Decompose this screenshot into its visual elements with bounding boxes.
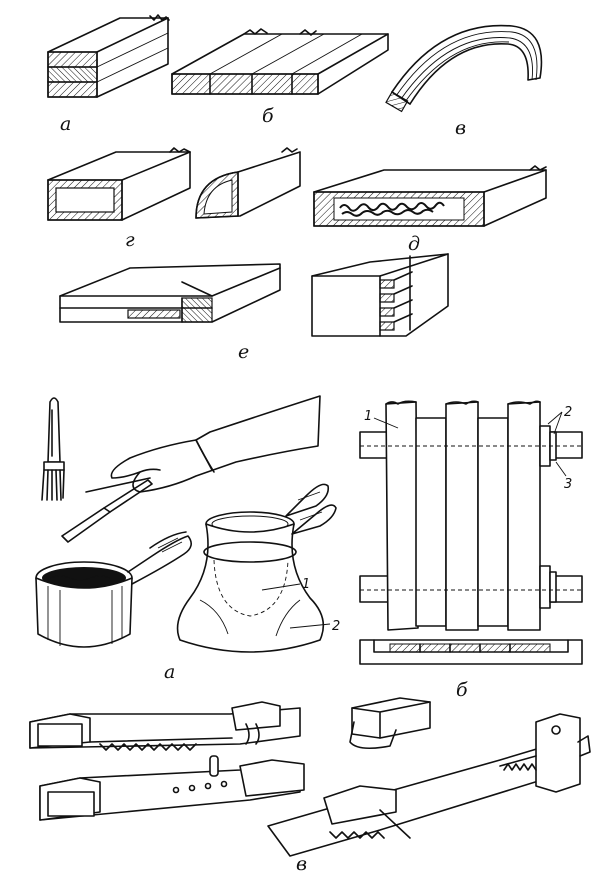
callout-1-right: 1 [364, 409, 372, 424]
clamp-bar-upper [29, 701, 301, 751]
clamped-panel-assembly [359, 400, 583, 665]
glue-brush [41, 397, 65, 501]
label-g: г [125, 229, 135, 251]
item-d-core-panel [313, 165, 547, 227]
item-v-bent-arch [385, 24, 543, 113]
item-g-box-beam [47, 147, 191, 221]
label-v: в [455, 117, 466, 139]
callout-2-right: 2 [564, 405, 572, 420]
clamp-small-wedge [349, 697, 431, 750]
item-e-dovetail-joint [311, 253, 449, 337]
label-a: а [60, 113, 71, 135]
label-bottom-b: б [456, 679, 468, 701]
clamp-screw-bar [267, 713, 591, 857]
callout-1-left: 1 [302, 577, 310, 592]
callouts-left: 1 2 [261, 577, 340, 634]
label-bottom-v: в [296, 853, 307, 875]
callout-3-right: 3 [564, 477, 572, 492]
label-d: д [408, 233, 420, 255]
item-a-laminated-bar [47, 14, 170, 98]
glue-pot-small [35, 531, 192, 648]
item-e-tongue-joint [59, 263, 281, 323]
callout-2-left: 2 [332, 619, 340, 634]
clamp-bar-lower [39, 755, 305, 821]
label-b: б [262, 105, 274, 127]
label-e: е [238, 341, 249, 363]
callouts-right: 1 2 3 [364, 405, 572, 492]
hand-holding-brush [61, 395, 321, 543]
label-bottom-a: а [164, 661, 175, 683]
item-b-glued-panel [171, 28, 389, 95]
item-g-rounded-profile [195, 147, 301, 219]
water-bath-pot [176, 483, 337, 653]
